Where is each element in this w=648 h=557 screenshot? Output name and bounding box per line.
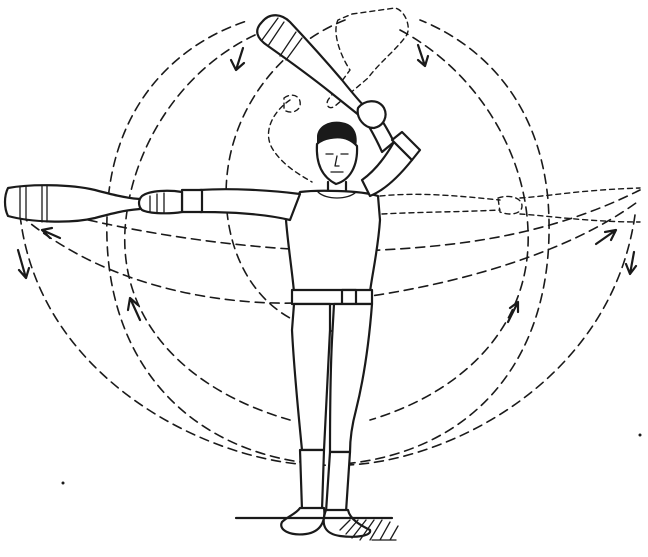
left-club [5,185,140,222]
upper-club-body [257,15,366,116]
arrow-left-sweep-icon [42,228,60,238]
upper-club [257,15,366,116]
arrow-inner-up-right-icon [508,302,518,322]
raised-hand [358,101,386,128]
right-leg [330,304,372,452]
arrow-upper-right-icon [418,45,428,66]
inner-right-circle-arc [370,30,528,420]
man-figure [139,101,420,537]
left-leg [292,304,330,450]
left-arm [200,189,300,220]
left-cuff [182,190,202,212]
right-stocking [326,452,350,512]
ghost-arm-right [380,194,500,214]
head [317,137,357,184]
left-shoe [281,508,324,534]
left-stocking [300,450,324,510]
belt [292,290,372,304]
belt-buckle [342,290,356,304]
inner-left-circle-arc [125,35,290,420]
ghost-club-right [520,188,640,222]
left-club-body [5,185,140,221]
torso [286,191,380,292]
arrow-inner-up-left-icon [128,298,140,320]
left-hand [139,191,182,214]
arrow-upper-left-icon [231,48,244,70]
arrow-left-down-icon [18,250,29,278]
arrow-right-down-icon [626,252,636,274]
speck-left [62,482,65,485]
ghost-hand-upper [284,95,300,112]
arrow-right-sweep-icon [596,230,616,244]
ghost-hand-right [498,196,522,214]
speck-right [639,434,642,437]
